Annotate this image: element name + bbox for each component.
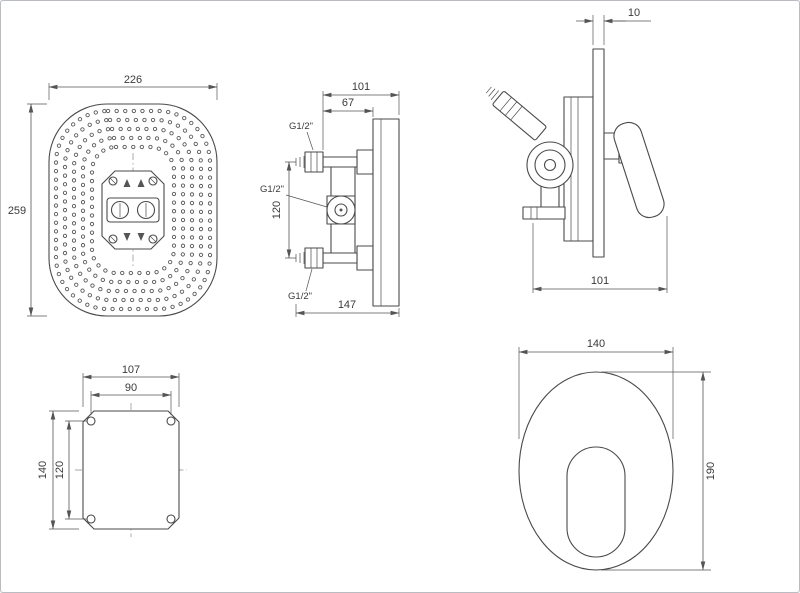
- valve-port-bottom: [295, 245, 374, 271]
- view-escutcheon-front: 140 190: [518, 338, 717, 571]
- valve-inlet-middle: [326, 195, 356, 225]
- showerhead-outline: [48, 103, 218, 317]
- dimension-valve-total-width: 147: [295, 299, 400, 317]
- dim-label-plate-outer-height: 140: [37, 461, 49, 479]
- escutcheon-handle-slot: [566, 446, 626, 558]
- arrow-up-icon: [137, 179, 145, 187]
- mixer-body: [540, 185, 560, 211]
- mixer-inlet-fitting: [485, 86, 547, 141]
- mixer-handle-assembly: [603, 121, 665, 219]
- dim-label-escutcheon-width: 140: [587, 338, 605, 350]
- dimension-escutcheon-height: 190: [601, 371, 717, 571]
- port-label-middle: G1/2": [260, 184, 284, 195]
- dim-label-valve-depth-inner: 67: [342, 97, 354, 109]
- dim-label-valve-depth: 101: [352, 81, 370, 93]
- dim-label-valve-port-spacing: 120: [271, 201, 283, 219]
- dimension-mixer-plate-thickness: 10: [576, 7, 651, 45]
- dim-label-escutcheon-height: 190: [705, 462, 717, 480]
- mixer-wall-plate: [592, 48, 605, 258]
- port-label-top: G1/2": [289, 121, 313, 132]
- port-label-bottom: G1/2": [288, 291, 312, 302]
- view-showerhead-front: 226 259: [8, 74, 218, 317]
- valve-mounting-rail: [372, 118, 400, 307]
- dim-label-valve-total-width: 147: [338, 299, 356, 311]
- dimension-showerhead-width: 226: [48, 74, 218, 100]
- showerhead-mounting-bracket: [101, 170, 165, 250]
- dimension-showerhead-height: 259: [8, 103, 47, 317]
- dim-label-plate-hole-spacing-h: 90: [125, 382, 137, 394]
- view-mixer-side: 10 101: [485, 7, 668, 293]
- escutcheon-outline: [518, 371, 674, 571]
- arrow-down-icon: [137, 233, 145, 241]
- dimension-valve-port-spacing: 120: [271, 161, 296, 259]
- view-valve-section: G1/2" G1/2" G1/2" 101 67 120: [260, 81, 400, 317]
- handle-lever: [613, 121, 665, 219]
- dimension-plate-outer-width: 107: [82, 364, 180, 407]
- mixer-valve-cap: [526, 141, 574, 189]
- dim-label-mixer-plate-thickness: 10: [628, 7, 640, 19]
- showerhead-nozzle-pattern: [53, 108, 213, 312]
- dim-label-showerhead-height: 259: [8, 205, 26, 217]
- dimension-plate-hole-spacing-h: 90: [90, 382, 172, 415]
- dimension-escutcheon-width: 140: [518, 338, 674, 439]
- mounting-plate-outline: [82, 410, 180, 530]
- arrow-up-icon: [123, 179, 131, 187]
- dimension-mixer-depth: 101: [532, 216, 668, 293]
- plate-hole: [166, 416, 176, 426]
- dimension-plate-outer-height: 140: [37, 410, 79, 530]
- dimension-plate-hole-spacing-v: 120: [54, 420, 87, 520]
- dim-label-plate-hole-spacing-v: 120: [54, 461, 66, 479]
- valve-port-labels: G1/2" G1/2" G1/2": [260, 121, 328, 302]
- dimension-valve-depth-inner: 67: [322, 97, 374, 117]
- mixer-outlet: [522, 206, 566, 220]
- mixer-bracket: [563, 96, 594, 242]
- plate-hole: [166, 514, 176, 524]
- valve-port-top: [295, 149, 374, 175]
- dimension-valve-depth: 101: [322, 81, 400, 150]
- dim-label-plate-outer-width: 107: [122, 364, 140, 376]
- view-mounting-plate: 107 90 140 120: [37, 364, 187, 537]
- arrow-down-icon: [123, 233, 131, 241]
- dim-label-showerhead-width: 226: [124, 74, 142, 86]
- dim-label-mixer-depth: 101: [591, 275, 609, 287]
